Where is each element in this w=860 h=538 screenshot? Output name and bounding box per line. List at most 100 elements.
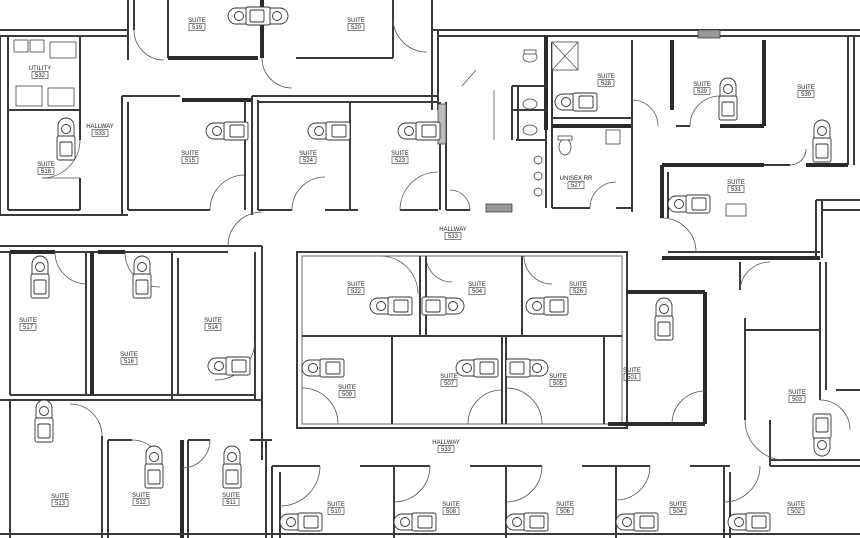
- room-number-box: [51, 499, 69, 507]
- salon-chair-icon: [421, 296, 465, 316]
- room-name: SUITE: [120, 352, 138, 358]
- salon-chair-icon: [205, 121, 249, 141]
- room-number-box: [19, 323, 37, 331]
- salon-chair-icon: [554, 92, 598, 112]
- room-number: 531: [731, 187, 742, 193]
- room-number: 533: [448, 234, 459, 240]
- room-number-box: [132, 498, 150, 506]
- room-number-box: [468, 287, 486, 295]
- room-number: 524: [303, 158, 314, 164]
- room-number: 513: [55, 501, 66, 507]
- room-number-box: [188, 23, 206, 31]
- room-number: 523: [395, 158, 406, 164]
- salon-chair-icon: [812, 119, 832, 163]
- room-number-box: [327, 507, 345, 515]
- room-number-box: [549, 379, 567, 387]
- room-number-box: [437, 445, 455, 453]
- room-number-box: [299, 156, 317, 164]
- room-labels: SUITE519SUITE520UTILITY532SUITE518HALLWA…: [19, 18, 815, 515]
- room-name: SUITE: [188, 18, 206, 24]
- room-name: SUITE: [440, 374, 458, 380]
- salon-chair-icon: [56, 117, 76, 161]
- room-number-box: [797, 90, 815, 98]
- room-number: 509: [342, 392, 353, 398]
- room-number-box: [222, 498, 240, 506]
- room-name: SUITE: [222, 493, 240, 499]
- salon-chair-icon: [132, 255, 152, 299]
- room-number: 520: [351, 25, 362, 31]
- room-number-box: [391, 156, 409, 164]
- room-number-box: [597, 79, 615, 87]
- room-name: HALLWAY: [86, 124, 114, 130]
- room-number-box: [623, 373, 641, 381]
- room-number-box: [347, 23, 365, 31]
- salon-chair-icon: [505, 358, 549, 378]
- salon-chair-icon: [727, 512, 771, 532]
- room-number-box: [444, 232, 462, 240]
- room-number: 516: [124, 359, 135, 365]
- room-name: SUITE: [597, 74, 615, 80]
- room-name: SUITE: [549, 374, 567, 380]
- room-name: SUITE: [132, 493, 150, 499]
- room-name: SUITE: [19, 318, 37, 324]
- room-name: SUITE: [569, 282, 587, 288]
- room-name: SUITE: [299, 151, 317, 157]
- room-number: 522: [351, 289, 362, 295]
- room-name: SUITE: [204, 318, 222, 324]
- room-number-box: [181, 156, 199, 164]
- room-number-box: [338, 390, 356, 398]
- salon-chair-icon: [369, 296, 413, 316]
- room-number-box: [442, 507, 460, 515]
- room-name: SUITE: [347, 282, 365, 288]
- room-name: SUITE: [37, 162, 55, 168]
- room-name: SUITE: [693, 82, 711, 88]
- room-number: 503: [792, 397, 803, 403]
- salon-chair-icon: [654, 297, 674, 341]
- salon-chair-icon: [393, 512, 437, 532]
- salon-chair-icon: [812, 413, 832, 457]
- room-number: 526: [573, 289, 584, 295]
- room-number-box: [440, 379, 458, 387]
- room-number: 517: [23, 325, 34, 331]
- room-number: 504: [673, 509, 684, 515]
- room-number-box: [727, 185, 745, 193]
- room-number-box: [787, 507, 805, 515]
- room-number-box: [693, 87, 711, 95]
- room-number-box: [569, 287, 587, 295]
- salon-chair-icon: [222, 445, 242, 489]
- room-name: SUITE: [623, 368, 641, 374]
- room-name: UTILITY: [29, 66, 51, 72]
- room-number: 501: [627, 375, 638, 381]
- room-name: SUITE: [787, 502, 805, 508]
- room-number: 527: [571, 183, 582, 189]
- room-number: 502: [791, 509, 802, 515]
- room-number: 533: [95, 131, 106, 137]
- doors: [41, 17, 851, 507]
- room-number: 510: [331, 509, 342, 515]
- room-name: SUITE: [327, 502, 345, 508]
- room-name: SUITE: [51, 494, 69, 500]
- salon-chair-icon: [525, 296, 569, 316]
- room-number: 507: [444, 381, 455, 387]
- room-number: 528: [601, 81, 612, 87]
- salon-chair-icon: [34, 399, 54, 443]
- salon-chair-icon: [207, 356, 251, 376]
